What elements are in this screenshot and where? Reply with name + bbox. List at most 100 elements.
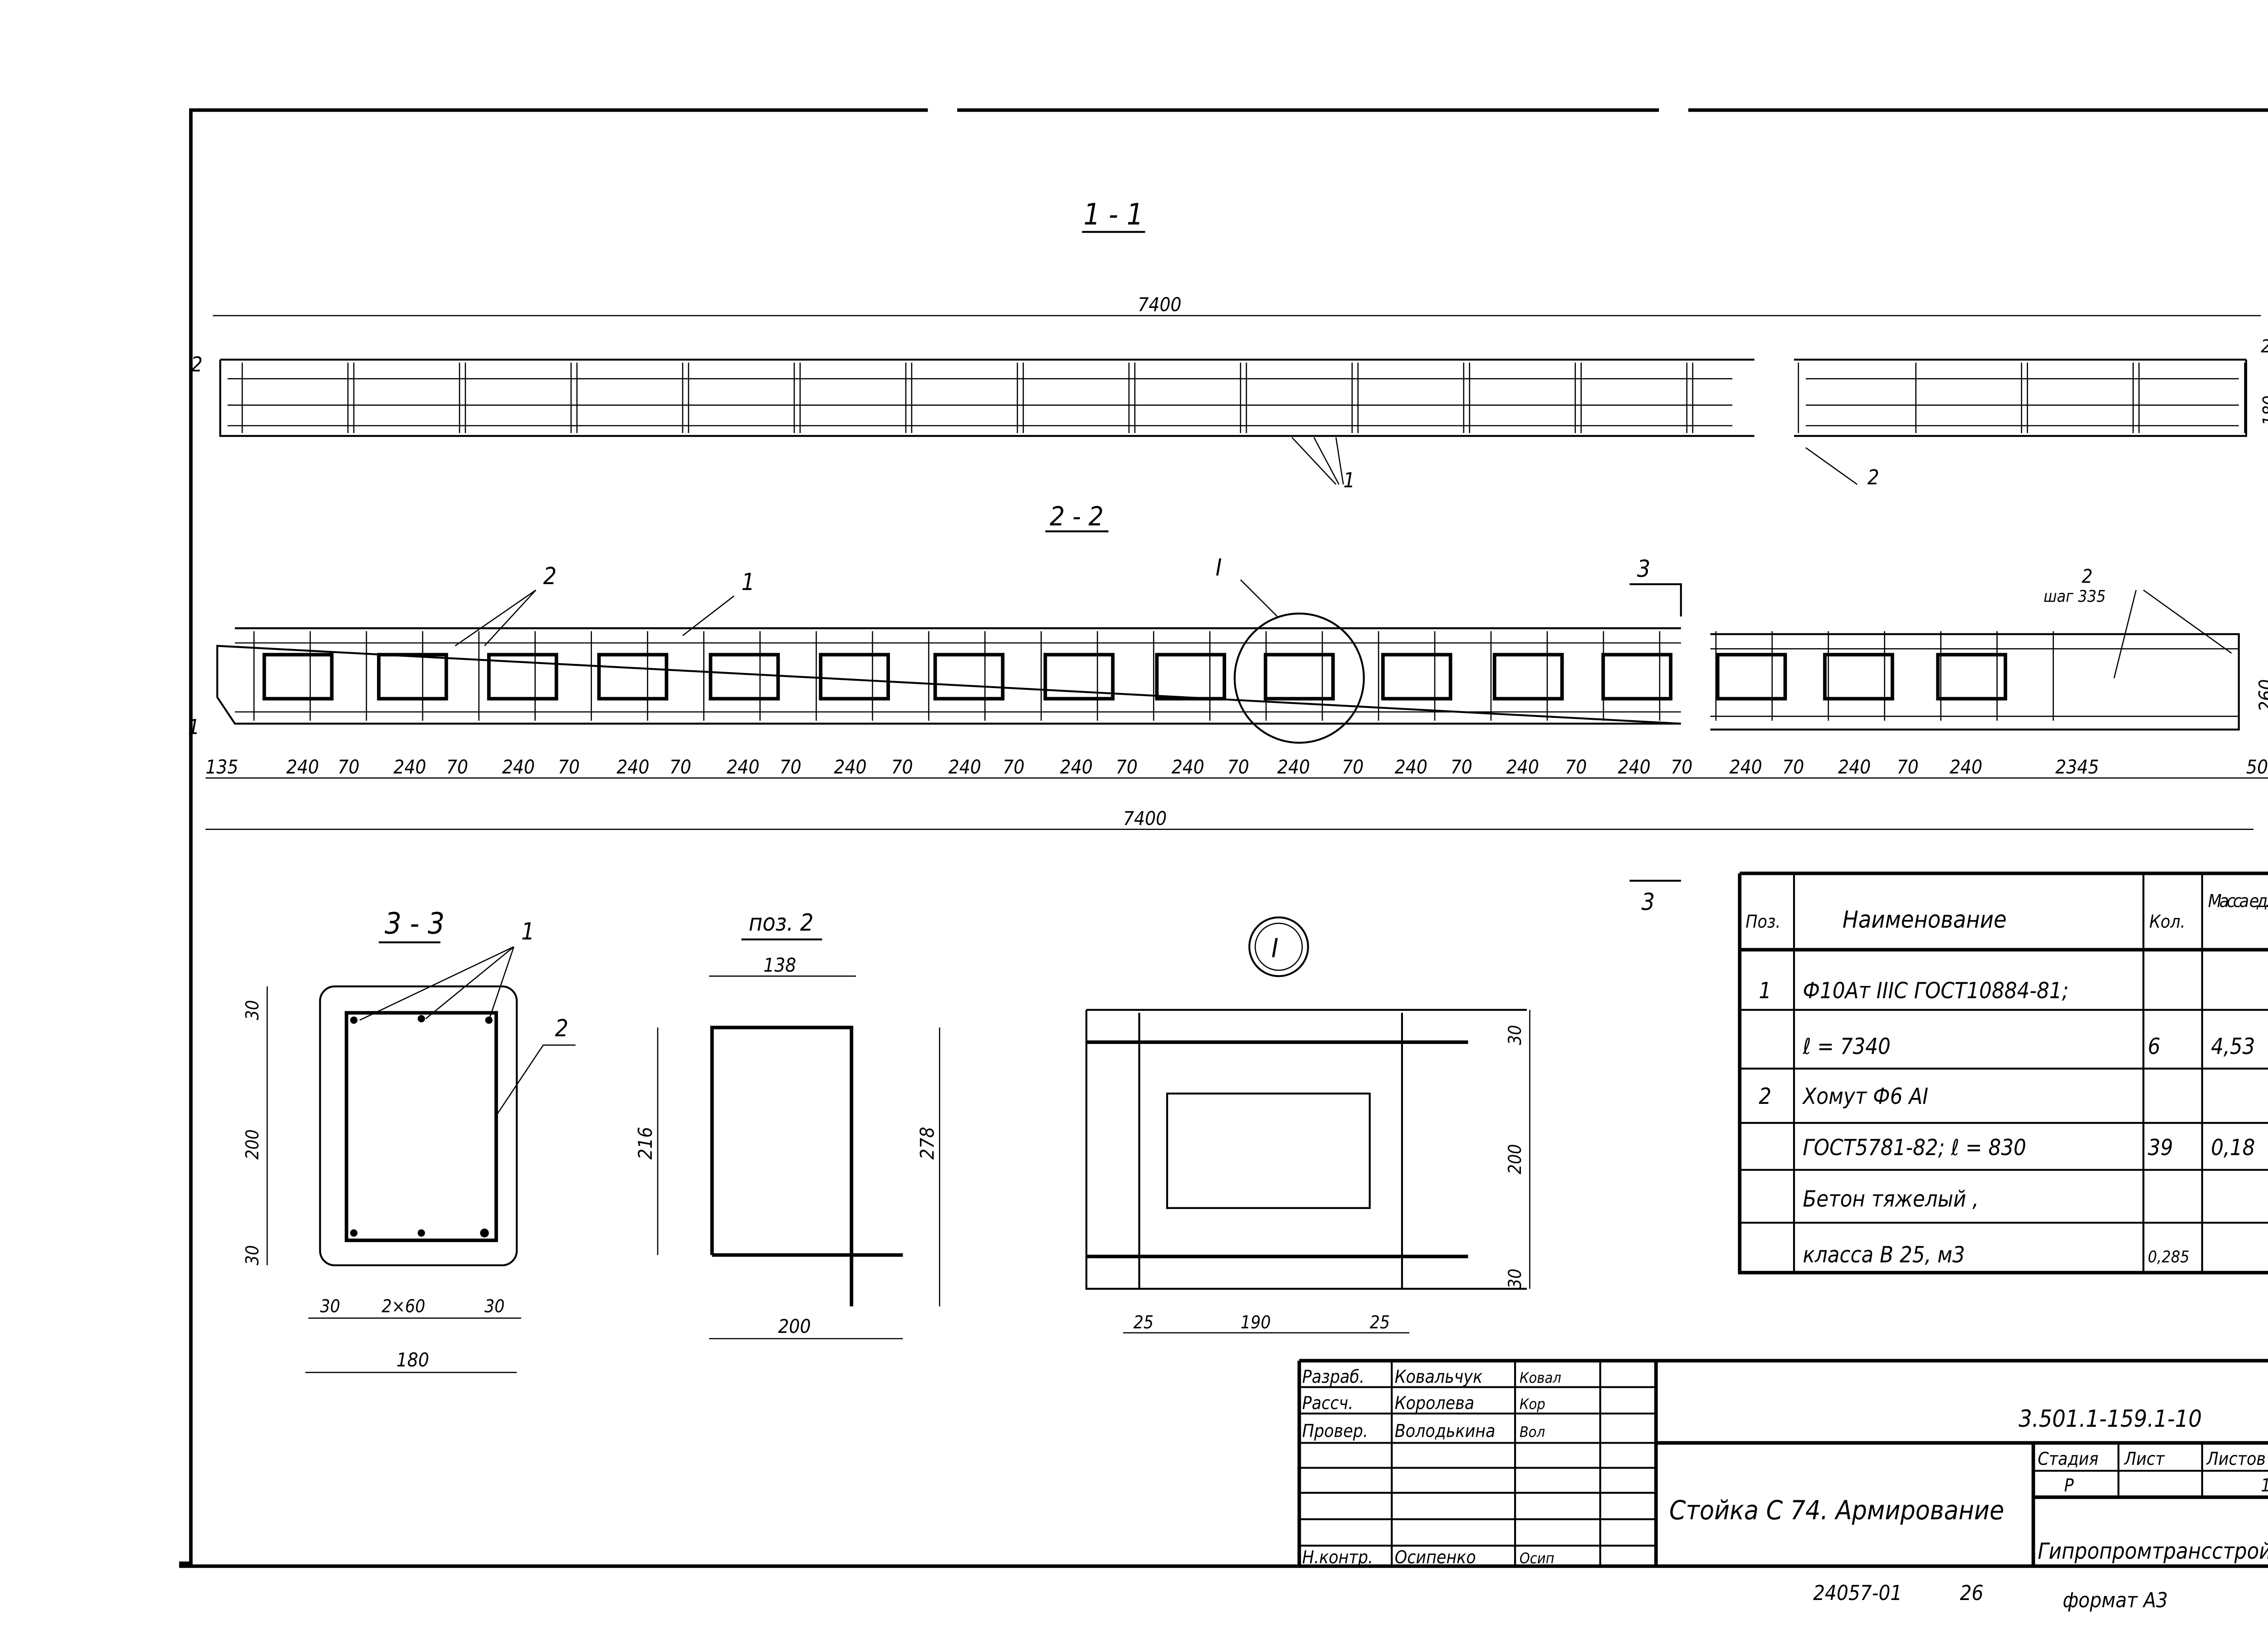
table-body: 1 Ф10Ат IIIС ГОСТ10884-81; ℓ = 7340 6 4,53 2 Х… <box>1759 978 2255 1268</box>
table-cell: Хомут Ф6 АI <box>1802 1084 1928 1109</box>
sheet-frame <box>179 108 2268 1568</box>
table-cell: Ф10Ат IIIС ГОСТ10884-81; <box>1803 978 2068 1004</box>
dimension-label: 240 <box>727 756 759 778</box>
opening <box>1936 653 2007 701</box>
table-header-name: Наименование <box>1843 907 2007 934</box>
position-2-dim-top: 138 <box>763 954 796 976</box>
table-cell: 1 <box>1759 978 1771 1004</box>
table-cell: класса В 25, м3 <box>1803 1242 1965 1268</box>
section-1-1-callout-1: 1 <box>1343 468 1355 493</box>
organization: Гипропромтрансстрой <box>2038 1539 2268 1564</box>
dimension-label: 240 <box>948 756 981 778</box>
dimension-label: 70 <box>670 756 691 778</box>
dimension-label: 240 <box>1060 756 1093 778</box>
table-cell: ℓ = 7340 <box>1802 1034 1890 1059</box>
archive-number: 24057-01 <box>1813 1581 1902 1605</box>
dimension-label: 70 <box>1671 756 1692 778</box>
dimension-label: 240 <box>616 756 649 778</box>
dimension-label: 70 <box>446 756 468 778</box>
detail-dim-bot: 30 <box>1505 1268 1525 1288</box>
dimension-label: 240 <box>1730 756 1762 778</box>
section-2-2-total: 7400 <box>1123 807 1167 829</box>
sheets-label: Листов <box>2206 1449 2266 1469</box>
position-2-title: поз. 2 <box>749 909 814 937</box>
dimension-label: 240 <box>502 756 535 778</box>
section-3-3-callout-1: 1 <box>521 918 535 945</box>
dimension-label: 70 <box>1003 756 1025 778</box>
section-2-2-step-note: шаг 335 <box>2043 587 2106 606</box>
opening <box>709 653 780 701</box>
dimension-label: 70 <box>1782 756 1804 778</box>
page-number: 26 <box>1960 1581 1984 1605</box>
section-2-2-callout-right: 2 <box>2082 565 2092 587</box>
role-label: Провер. <box>1302 1421 1368 1442</box>
table-cell: 6 <box>2148 1034 2160 1059</box>
section-2-2-stirrups <box>253 631 2054 721</box>
detail-dim-right: 25 <box>1370 1312 1390 1333</box>
person-name: Осипенко <box>1395 1547 1476 1568</box>
opening <box>1823 653 1894 701</box>
section-3-3-callout-2: 2 <box>555 1015 568 1042</box>
section-1-1: 1 - 1 7400 2 20 180 1 2 <box>191 198 2268 492</box>
section-3-3: 3 - 3 1 2 30 200 30 30 2×60 30 180 <box>243 907 576 1373</box>
section-1-1-dim-height: 180 <box>2260 395 2268 426</box>
stage-value: Р <box>2064 1475 2074 1496</box>
table-header-qty: Кол. <box>2149 912 2185 932</box>
signature: Кор <box>1520 1395 1545 1413</box>
specification-table: Поз. Наименование Кол. Масса ед., кг 1Ф1… <box>1738 871 2268 1275</box>
dimension-label: 70 <box>1451 756 1472 778</box>
table-cell: 0,18 <box>2211 1135 2255 1161</box>
section-3-3-dim-right: 30 <box>484 1297 504 1317</box>
dimension-label: 70 <box>780 756 802 778</box>
opening <box>487 653 558 701</box>
table-cell: 4,53 <box>2211 1034 2255 1059</box>
stage-label: Стадия <box>2038 1449 2098 1469</box>
dimension-label: 2345 <box>2055 756 2099 778</box>
detail-dim-left: 25 <box>1134 1312 1154 1333</box>
section-2-2-title: 2 - 2 <box>1050 501 1104 532</box>
role-label: Н.контр. <box>1302 1547 1373 1568</box>
person-name: Володькина <box>1395 1421 1496 1442</box>
dimension-label: 240 <box>1838 756 1871 778</box>
dimension-label: 240 <box>1395 756 1427 778</box>
detail-I-circle <box>1233 612 1365 744</box>
opening <box>1381 653 1452 701</box>
person-name: Ковальчук <box>1395 1367 1483 1387</box>
section-2-2-detail-ref: I <box>1216 554 1222 581</box>
sheets-value: 1 <box>2261 1475 2268 1496</box>
dimension-label: 70 <box>1227 756 1249 778</box>
dimension-label: 240 <box>1618 756 1651 778</box>
section-2-2-callout-2: 2 <box>543 563 557 590</box>
dimension-label: 135 <box>205 756 238 778</box>
table-cell: 0,285 <box>2148 1248 2190 1266</box>
dimension-label: 70 <box>337 756 359 778</box>
dimension-label: 240 <box>1950 756 1982 778</box>
table-header-mass: Масса ед., кг <box>2208 891 2268 912</box>
detail-dim-top: 30 <box>1505 1025 1525 1045</box>
position-2-dim-left: 216 <box>634 1127 656 1160</box>
dimension-label: 240 <box>1277 756 1310 778</box>
section-2-2-dimension-chain: 135 240 70 240 70 240 70 240 70 240 70 240 70 240 70 24… <box>205 756 2268 778</box>
table-cell: Бетон тяжелый , <box>1803 1186 1979 1212</box>
section-2-2-cut-mark: 3 <box>1637 556 1651 583</box>
role-label: Рассч. <box>1302 1393 1354 1414</box>
dimension-label: 240 <box>1172 756 1204 778</box>
position-2-dim-right: 278 <box>916 1127 938 1160</box>
table-cell: 2 <box>1759 1084 1771 1109</box>
dimension-label: 50 <box>2246 756 2268 778</box>
opening <box>377 653 448 701</box>
opening <box>262 653 334 701</box>
section-1-1-stirrups <box>241 362 2245 433</box>
detail-dim-mid: 200 <box>1505 1144 1525 1175</box>
section-1-1-dim-top: 20 <box>2261 337 2268 357</box>
document-code: 3.501.1-159.1-10 <box>2019 1405 2202 1433</box>
dimension-label: 70 <box>1116 756 1138 778</box>
dimension-label: 240 <box>1506 756 1539 778</box>
opening <box>1155 653 1227 701</box>
opening <box>1043 653 1115 701</box>
table-cell: ГОСТ5781-82; ℓ = 830 <box>1803 1135 2026 1161</box>
signature: Осип <box>1520 1550 1554 1567</box>
